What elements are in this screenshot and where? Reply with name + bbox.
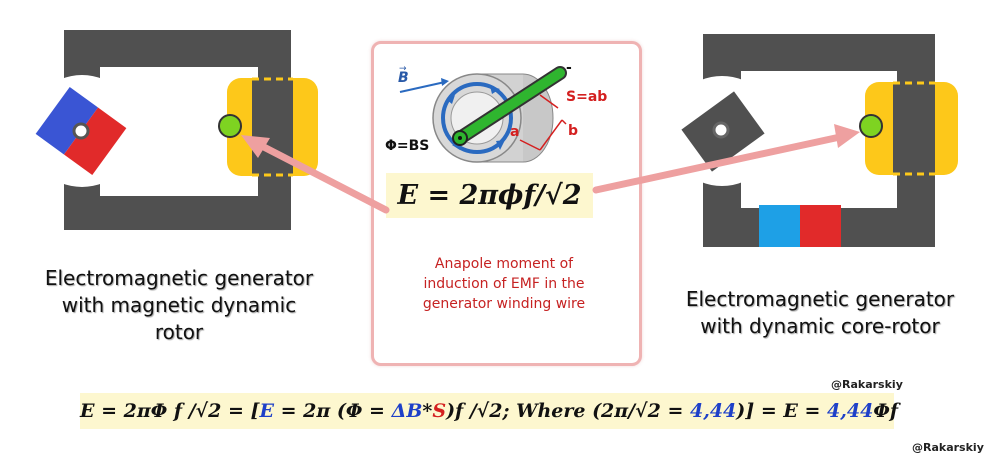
inner-signature: @Rakarskiy (831, 378, 903, 391)
left-magnet-rotor (35, 86, 127, 176)
winding-illustration (399, 66, 567, 163)
anapole-note: Anapole moment of induction of EMF in th… (386, 254, 622, 314)
right-generator-diagram (667, 34, 958, 247)
label-minus: - (566, 60, 572, 76)
right-caption-line2: with dynamic core-rotor (700, 314, 940, 338)
right-magnet-blue (759, 205, 800, 247)
right-stator-frame (703, 34, 935, 247)
note-line3: generator winding wire (422, 296, 586, 312)
label-s-equals-ab: S=ab (566, 89, 608, 105)
label-b-small: b (568, 123, 579, 139)
b-vector-line (399, 81, 446, 93)
left-caption: Electromagnetic generator with magnetic … (14, 265, 344, 346)
right-magnet-red (800, 205, 841, 247)
arrow-to-right-wire (592, 133, 844, 194)
corner-signature: @Rakarskiy (912, 441, 984, 454)
center-formula: E = 2πϕf/√2 (386, 173, 593, 218)
right-caption-line1: Electromagnetic generator (685, 287, 955, 311)
label-a: a (510, 124, 520, 140)
left-caption-line2: with magnetic dynamic (61, 293, 297, 317)
left-wire-icon (218, 114, 242, 138)
left-stator-frame (64, 30, 291, 230)
bottom-formula: E = 2πΦ f /√2 = [E = 2π (Φ = ΔB*S)f /√2;… (80, 393, 898, 429)
left-rotor-axle (72, 122, 90, 140)
arrow-to-left-wire (254, 140, 390, 214)
right-caption: Electromagnetic generator with dynamic c… (650, 286, 990, 340)
b-vector-arrow-icon: → (399, 64, 407, 74)
right-coil-core (893, 82, 935, 175)
right-wire-icon (859, 114, 883, 138)
label-phi-bs: Φ=BS (385, 138, 430, 154)
left-caption-line1: Electromagnetic generator (44, 266, 314, 290)
note-line2: induction of EMF in the (423, 276, 585, 292)
label-b-vector: B (398, 70, 409, 86)
left-generator-diagram (26, 30, 318, 230)
right-rotor-axle (712, 121, 730, 139)
left-caption-line3: rotor (154, 320, 204, 344)
note-line1: Anapole moment of (434, 256, 574, 272)
